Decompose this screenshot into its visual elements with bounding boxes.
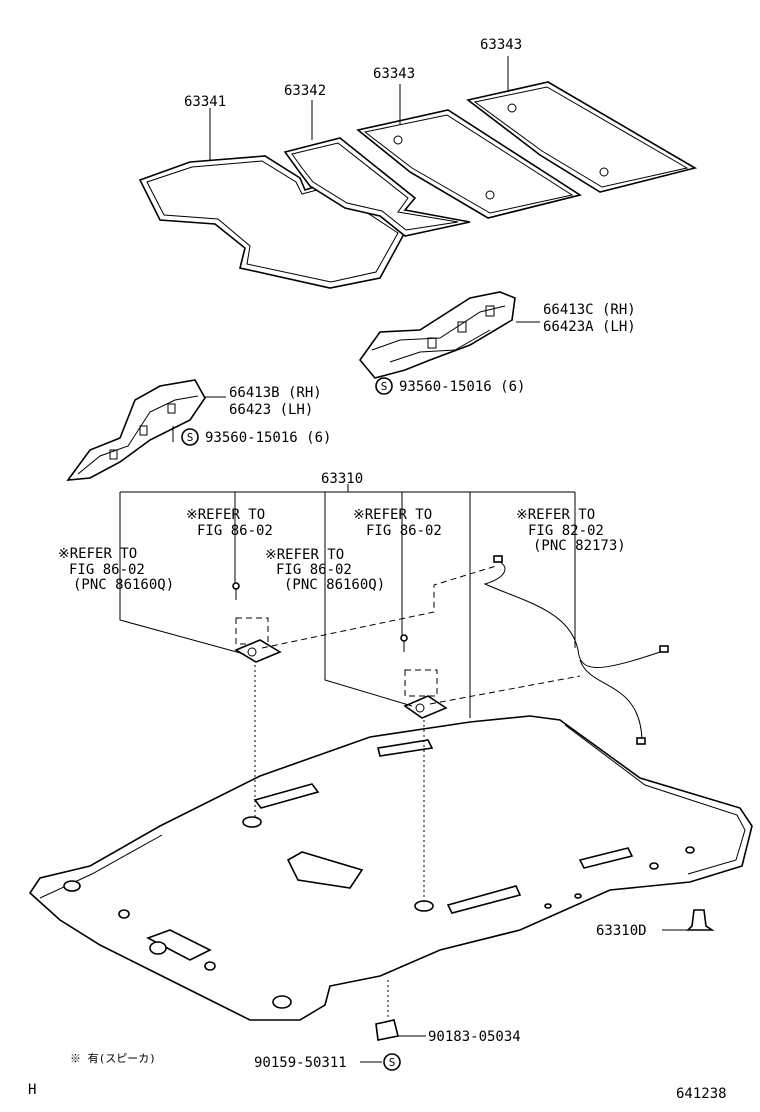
ref-e-line2: FIG 82-02	[528, 523, 604, 539]
headlining-panel	[28, 715, 753, 1021]
ref-e-line1: ※REFER TO	[516, 507, 595, 523]
label-63343-b: 63343	[480, 37, 522, 53]
ref-c-line3: (PNC 86160Q)	[73, 577, 174, 593]
label-63310d: 63310D	[596, 923, 647, 939]
label-66423a: 66423A (LH)	[543, 319, 636, 335]
ref-d-line2: FIG 86-02	[276, 562, 352, 578]
bracket-upper	[358, 291, 516, 379]
clip-90183	[375, 980, 399, 1041]
label-66413c: 66413C (RH)	[543, 302, 636, 318]
clip-63310d	[686, 909, 715, 931]
ref-c-line1: ※REFER TO	[58, 546, 137, 562]
ref-b-line2: FIG 86-02	[366, 523, 442, 539]
bolt-icon	[232, 582, 408, 652]
callout-labels: 63341 63342 63343 63343 66413C (RH) 6642…	[184, 37, 647, 1071]
screw-symbol-bottom: S	[389, 1056, 396, 1069]
label-screw-upper: 93560-15016 (6)	[399, 379, 525, 395]
ref-b-line1: ※REFER TO	[353, 507, 432, 523]
ref-d-line3: (PNC 86160Q)	[284, 577, 385, 593]
label-screw-lower: 93560-15016 (6)	[205, 430, 331, 446]
ref-d-line1: ※REFER TO	[265, 547, 344, 563]
screw-symbol-lower: S	[187, 431, 194, 444]
label-66413b: 66413B (RH)	[229, 385, 322, 401]
label-66423: 66423 (LH)	[229, 402, 313, 418]
label-90159: 90159-50311	[254, 1055, 347, 1071]
leader-lines	[119, 56, 690, 1063]
pad-63343-a	[356, 109, 582, 219]
label-90183: 90183-05034	[428, 1029, 521, 1045]
label-63342: 63342	[284, 83, 326, 99]
wire-harness	[483, 555, 669, 745]
ref-c-line2: FIG 86-02	[69, 562, 145, 578]
ref-a-line2: FIG 86-02	[197, 523, 273, 539]
pad-63343-b	[466, 81, 698, 193]
screw-symbol-upper: S	[381, 380, 388, 393]
label-63343-a: 63343	[373, 66, 415, 82]
pad-63342	[283, 137, 471, 237]
ref-e-line3: (PNC 82173)	[533, 538, 626, 554]
reference-notes: ※REFER TO FIG 86-02 ※REFER TO FIG 86-02 …	[58, 507, 626, 593]
figure-number: 641238	[676, 1086, 727, 1102]
speaker-mount-left	[234, 617, 282, 818]
bracket-lower	[66, 379, 206, 481]
ref-a-line1: ※REFER TO	[186, 507, 265, 523]
speaker-mount-right	[403, 669, 448, 902]
screw-symbol-icon: S S S	[181, 377, 401, 1071]
label-63341: 63341	[184, 94, 226, 110]
corner-mark: H	[28, 1082, 36, 1098]
label-63310: 63310	[321, 471, 363, 487]
footnote: ※ 有(スピーカ)	[70, 1051, 156, 1065]
